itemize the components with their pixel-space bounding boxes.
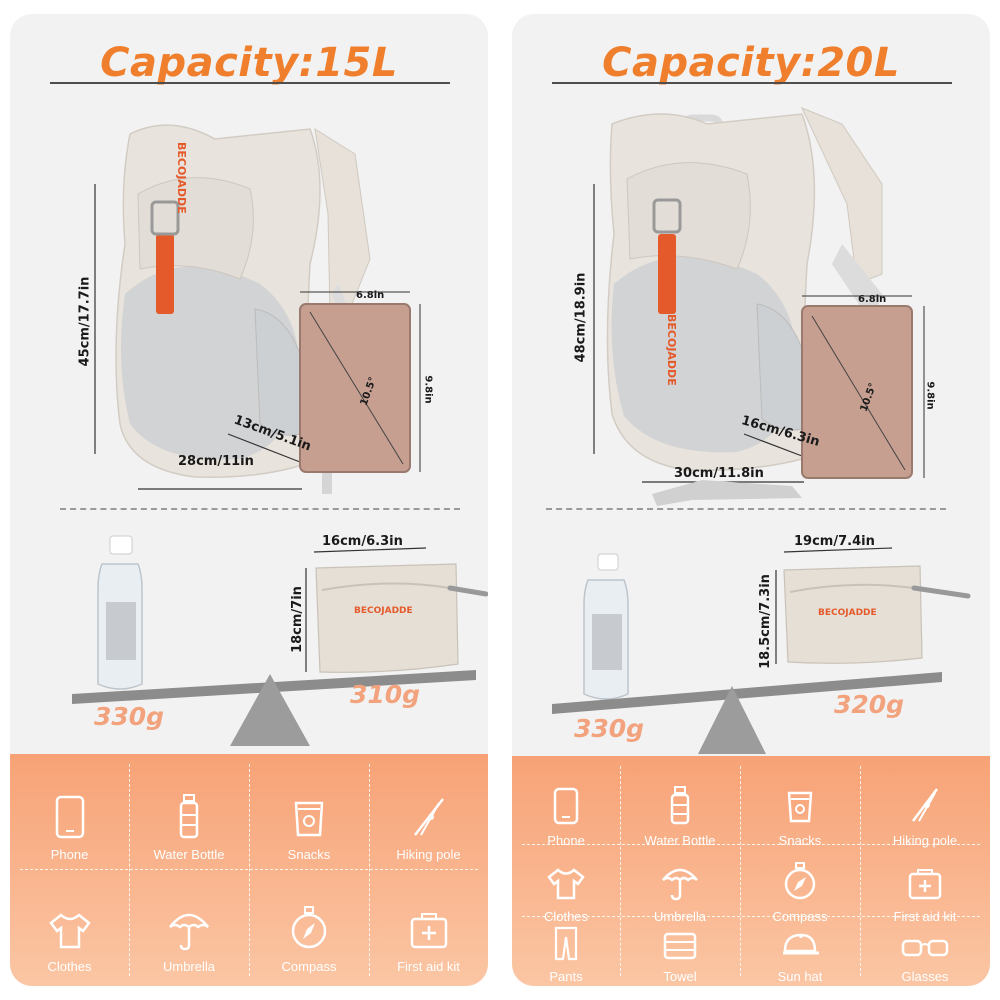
umbrella-icon xyxy=(169,913,209,951)
water-bottle-icon xyxy=(670,786,690,825)
item-towel: Towel xyxy=(620,918,740,984)
item-label: Compass xyxy=(281,959,337,974)
item-snacks: Snacks xyxy=(249,754,369,862)
clothes-icon xyxy=(48,913,91,949)
item-clothes: Clothes xyxy=(10,870,129,974)
item-label: Water Bottle xyxy=(644,833,716,848)
item-label: Clothes xyxy=(47,959,92,974)
bottle-weight: 330g xyxy=(94,702,165,731)
snacks-icon xyxy=(787,791,813,823)
item-label: Water Bottle xyxy=(153,847,225,862)
item-label: Sun hat xyxy=(777,969,823,984)
section-divider xyxy=(60,508,460,510)
bag-weight: 320g xyxy=(834,690,905,719)
clothes-icon xyxy=(547,868,585,900)
item-label: Snacks xyxy=(778,833,822,848)
item-phone: Phone xyxy=(10,754,129,862)
item-snacks: Snacks xyxy=(740,756,860,848)
title-divider xyxy=(552,82,952,84)
item-water-bottle: Water Bottle xyxy=(620,756,740,848)
brand-label: BECOJADDE xyxy=(665,314,678,386)
phone-icon xyxy=(55,795,84,839)
capacity-title: Capacity:20L xyxy=(602,40,900,86)
item-label: Clothes xyxy=(543,909,589,924)
bag-weight: 310g xyxy=(350,680,421,709)
item-umbrella: Umbrella xyxy=(129,870,249,974)
compass-icon xyxy=(291,906,327,949)
item-label: Umbrella xyxy=(653,909,706,924)
bottle-weight: 330g xyxy=(574,714,645,743)
towel-icon xyxy=(663,932,697,960)
height-dimension: 48cm/18.9in xyxy=(573,272,589,363)
item-compass: Compass xyxy=(249,870,369,974)
item-glasses: Glasses xyxy=(860,918,990,984)
item-water-bottle: Water Bottle xyxy=(129,754,249,862)
hiking-pole-icon xyxy=(912,788,938,822)
item-label: Umbrella xyxy=(162,959,215,974)
item-label: Pants xyxy=(549,969,583,984)
item-label: Snacks xyxy=(287,847,331,862)
glasses-icon xyxy=(901,939,949,957)
backpack-image xyxy=(94,124,421,494)
pouch-height-dimension: 18cm/7in xyxy=(289,586,305,653)
item-hiking-pole: Hiking pole xyxy=(860,756,990,848)
height-dimension: 45cm/17.7in xyxy=(77,276,93,367)
item-label: Glasses xyxy=(901,969,949,984)
title-divider xyxy=(50,82,450,84)
item-first-aid-kit: First aid kit xyxy=(369,870,488,974)
item-label: Towel xyxy=(663,969,697,984)
width-dimension: 30cm/11.8in xyxy=(674,466,764,481)
item-label: Hiking pole xyxy=(892,833,958,848)
snacks-icon xyxy=(294,801,324,837)
panel-20l: Capacity:20L BECOJADDE 48cm/18.9in 30cm/… xyxy=(512,14,990,986)
item-label: First aid kit xyxy=(397,959,460,974)
pouch-brand-label: BECOJADDE xyxy=(818,608,877,618)
pouch-height-dimension: 18.5cm/7.3in xyxy=(757,574,773,669)
item-clothes: Clothes xyxy=(512,844,620,924)
umbrella-icon xyxy=(662,868,698,901)
pouch-brand-label: BECOJADDE xyxy=(354,606,413,616)
item-pants: Pants xyxy=(512,918,620,984)
capacity-title: Capacity:15L xyxy=(100,40,398,86)
item-first-aid-kit: First aid kit xyxy=(860,844,990,924)
seesaw-image xyxy=(72,535,488,746)
item-label: Phone xyxy=(50,847,89,862)
item-hiking-pole: Hiking pole xyxy=(369,754,488,862)
pouch-width-dimension: 19cm/7.4in xyxy=(794,534,875,549)
sun-hat-icon xyxy=(783,933,819,955)
compass-icon xyxy=(784,862,816,900)
phone-icon xyxy=(553,787,579,825)
backpack-image xyxy=(593,107,925,506)
pants-icon xyxy=(554,926,578,961)
seesaw-image xyxy=(552,547,971,754)
item-label: Phone xyxy=(547,833,585,848)
panel-15l: Capacity:15L BECOJADDE 45cm/17.7in 28cm/… xyxy=(10,14,488,986)
width-dimension: 28cm/11in xyxy=(178,454,254,469)
item-label: Compass xyxy=(772,909,828,924)
tablet-height-dimension: 9.8in xyxy=(924,381,936,410)
hiking-pole-icon xyxy=(413,798,444,836)
item-sun-hat: Sun hat xyxy=(740,918,860,984)
items-grid: Phone Water Bottle Snacks Hiking pole Cl… xyxy=(10,754,488,986)
item-label: First aid kit xyxy=(893,909,957,924)
tablet-width-dimension: 6.8in xyxy=(356,290,385,301)
items-grid: Phone Water Bottle Snacks Hiking pole Cl… xyxy=(512,756,990,986)
brand-label: BECOJADDE xyxy=(175,142,188,214)
first-aid-kit-icon xyxy=(410,913,447,949)
item-label: Hiking pole xyxy=(396,847,461,862)
first-aid-kit-icon xyxy=(908,869,942,900)
item-umbrella: Umbrella xyxy=(620,844,740,924)
item-phone: Phone xyxy=(512,756,620,848)
section-divider xyxy=(546,508,946,510)
tablet-height-dimension: 9.8in xyxy=(422,375,434,404)
tablet-width-dimension: 6.8in xyxy=(858,294,887,305)
water-bottle-icon xyxy=(179,794,199,839)
pouch-width-dimension: 16cm/6.3in xyxy=(322,534,403,549)
item-compass: Compass xyxy=(740,844,860,924)
